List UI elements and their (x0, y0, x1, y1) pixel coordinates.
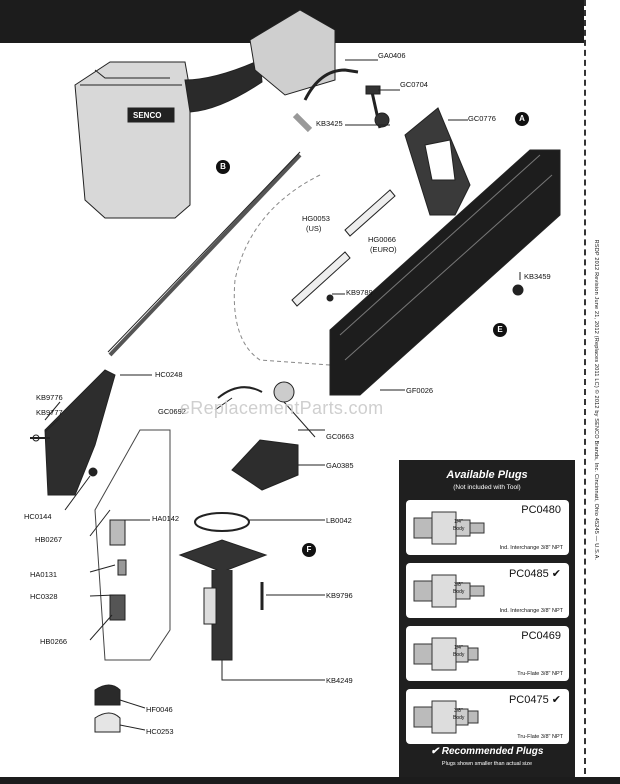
label-HC0144: HC0144 (24, 512, 52, 521)
plug-size: 1/4" (454, 519, 463, 525)
callout-B: B (216, 160, 230, 174)
cap-HC0253 (94, 712, 121, 733)
plug-card: 3/8" Body PC0475 ✔ Tru-Flate 3/8" NPT (406, 689, 569, 744)
callout-F: F (302, 543, 316, 557)
plug-body: Body (453, 652, 465, 658)
recommended-plugs-note: Plugs shown smaller than actual size (441, 761, 533, 767)
plug-code: PC0475 ✔ (508, 694, 561, 706)
trim-line (584, 0, 586, 784)
plug-size: 3/8" (454, 708, 463, 714)
tool-body-shape (74, 61, 191, 219)
plug-body: Body (453, 526, 465, 532)
label-HA0142: HA0142 (152, 514, 180, 523)
bracket-HC0248 (44, 369, 116, 496)
plugs-subtitle: (Not included with Tool) (453, 484, 521, 491)
oring-LB0042 (194, 512, 250, 532)
label-HC0248: HC0248 (155, 370, 183, 379)
label-HA0131: HA0131 (30, 570, 58, 579)
callout-E: E (493, 323, 507, 337)
label-LB0042: LB0042 (326, 516, 352, 525)
recommended-plugs-heading: ✔ Recommended Plugs (430, 746, 544, 757)
label-GC0692: GC0692 (158, 407, 186, 416)
plug-illustration (413, 637, 479, 671)
handle-shape (249, 9, 336, 96)
plug-desc: Tru-Flate 3/8" NPT (517, 671, 563, 677)
guide-dashed-line (233, 174, 331, 366)
label-HG0066: HG0066 (368, 235, 396, 244)
label-KB9777: KB9777 (36, 408, 63, 417)
driver-rod (108, 153, 302, 357)
label-GF0026: GF0026 (406, 386, 434, 395)
footer-bar (0, 777, 620, 784)
label-KB9796: KB9796 (326, 591, 353, 600)
plug-card: 3/8" Body PC0485 ✔ Ind. Interchange 3/8"… (406, 563, 569, 618)
fitting-GA0406 (303, 68, 359, 101)
plug-desc: Tru-Flate 3/8" NPT (517, 734, 563, 740)
label-KB9776: KB9776 (36, 393, 63, 402)
label-HB0266: HB0266 (40, 637, 68, 646)
label-HF0046: HF0046 (146, 705, 173, 714)
label-KB4249: KB4249 (326, 676, 353, 685)
plug-code: PC0485 ✔ (508, 568, 561, 580)
plug-body: Body (453, 589, 465, 595)
label-GA0406: GA0406 (378, 51, 406, 60)
label-GC0663: GC0663 (326, 432, 354, 441)
cap-HF0046 (94, 684, 121, 706)
plug-size: 1/4" (454, 645, 463, 651)
label-GC0704: GC0704 (400, 80, 428, 89)
latch-GA0385 (231, 439, 299, 491)
plug-illustration (413, 574, 485, 608)
label-HB0267: HB0267 (35, 535, 63, 544)
hose-grip (184, 59, 263, 113)
plug-desc: Ind. Interchange 3/8" NPT (499, 545, 563, 551)
plugs-title: Available Plugs (446, 469, 528, 481)
label-HC0328: HC0328 (30, 592, 58, 601)
piston-F (178, 539, 268, 573)
plug-card: 1/4" Body PC0480 Ind. Interchange 3/8" N… (406, 500, 569, 555)
label-GC0776: GC0776 (468, 114, 496, 123)
plug-desc: Ind. Interchange 3/8" NPT (499, 608, 563, 614)
plug-size: 3/8" (454, 582, 463, 588)
plug-illustration (413, 700, 479, 734)
brand-label: SENCO (133, 111, 162, 120)
plug-code: PC0480 (521, 504, 561, 516)
callout-A: A (515, 112, 529, 126)
label-HG0053: HG0053 (302, 214, 330, 223)
label-US: (US) (306, 224, 322, 233)
plug-card: 1/4" Body PC0469 Tru-Flate 3/8" NPT (406, 626, 569, 681)
label-KB3425: KB3425 (316, 119, 343, 128)
brand-plate (127, 107, 175, 123)
plug-illustration (413, 511, 485, 545)
label-KB9789: KB9789 (346, 288, 373, 297)
magazine-E (329, 149, 561, 396)
watermark: eReplacementParts.com (180, 398, 384, 418)
available-plugs-panel: Available Plugs (Not included with Tool)… (399, 460, 575, 777)
label-HC0253: HC0253 (146, 727, 174, 736)
label-EURO: (EURO) (370, 245, 397, 254)
plug-code: PC0469 (521, 630, 561, 642)
label-GA0385: GA0385 (326, 461, 354, 470)
plug-body: Body (453, 715, 465, 721)
label-KB3459: KB3459 (524, 272, 551, 281)
trigger-outline (94, 429, 171, 661)
